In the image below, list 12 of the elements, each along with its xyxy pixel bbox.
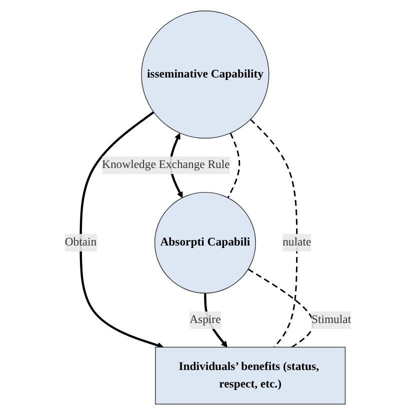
- connector: [226, 132, 240, 198]
- arrow: [79, 111, 164, 348]
- edge-label: nulate: [282, 236, 311, 249]
- connector: [250, 118, 298, 348]
- edge-label: Stimulat: [311, 314, 351, 326]
- edge-label: Obtain: [64, 236, 96, 249]
- node-box: Individuals’ benefits (status, respect, etc.): [154, 346, 346, 404]
- connector: [247, 268, 314, 348]
- node-circle: Absorpti Capabili: [154, 192, 256, 294]
- edge-label: Aspire: [189, 314, 220, 326]
- node-circle: isseminative Capability: [140, 10, 269, 139]
- edge-label: Knowledge Exchange Rule: [102, 158, 230, 172]
